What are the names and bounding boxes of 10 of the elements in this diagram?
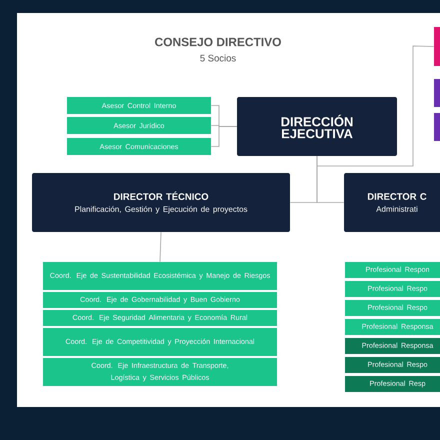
- director-box: DIRECCIÓN EJECUTIVA: [237, 97, 397, 156]
- connector-line: [316, 156, 344, 203]
- color-block: [434, 27, 440, 66]
- color-block: [434, 79, 440, 107]
- subtitle: 5 Socios: [200, 54, 236, 62]
- connector-line: [316, 46, 434, 166]
- title: CONSEJO DIRECTIVO: [155, 38, 281, 46]
- color-block: [434, 113, 440, 141]
- connector-line: [160, 232, 162, 262]
- connector-line: [210, 126, 238, 147]
